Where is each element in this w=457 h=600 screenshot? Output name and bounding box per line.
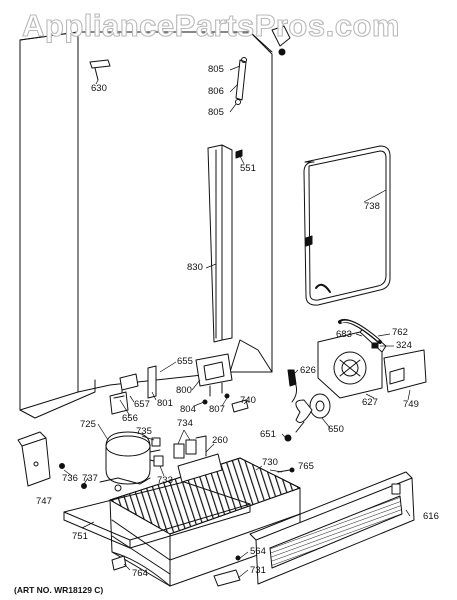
part-label-804[interactable]: 804 <box>180 404 196 415</box>
fittings-733-735 <box>151 437 197 467</box>
wire-626 <box>287 369 298 403</box>
fan-motor-650 <box>284 393 331 442</box>
watermark-logo: AppliancePartsPros.com <box>21 7 400 43</box>
part-label-807[interactable]: 807 <box>209 404 225 415</box>
cover-749 <box>383 349 427 393</box>
part-label-260[interactable]: 260 <box>212 435 228 446</box>
bracket-747 <box>17 431 51 487</box>
part-label-806[interactable]: 806 <box>208 86 224 97</box>
drain-tube-830 <box>207 144 233 343</box>
part-label-805[interactable]: 805 <box>208 64 224 75</box>
grille-616 <box>249 471 415 585</box>
part-label-764[interactable]: 764 <box>132 568 148 579</box>
compressor-725 <box>99 431 161 492</box>
part-label-735[interactable]: 735 <box>136 426 152 437</box>
part-label-730[interactable]: 730 <box>262 457 278 468</box>
part-label-733[interactable]: 733 <box>157 475 173 486</box>
control-800 <box>195 353 249 413</box>
part-label-765[interactable]: 765 <box>298 461 314 472</box>
part-label-655[interactable]: 655 <box>177 356 193 367</box>
fan-shroud-627 <box>317 319 387 399</box>
part-label-740[interactable]: 740 <box>240 395 256 406</box>
part-label-749[interactable]: 749 <box>403 399 419 410</box>
part-label-738[interactable]: 738 <box>364 201 380 212</box>
part-label-830[interactable]: 830 <box>187 262 203 273</box>
part-label-651[interactable]: 651 <box>260 429 276 440</box>
part-label-747[interactable]: 747 <box>36 496 52 507</box>
cabinet-back <box>19 31 273 419</box>
part-label-734[interactable]: 734 <box>177 418 193 429</box>
part-label-616[interactable]: 616 <box>423 511 439 522</box>
part-label-736[interactable]: 736 <box>62 473 78 484</box>
condenser-730 <box>109 435 301 587</box>
part-label-324[interactable]: 324 <box>396 340 412 351</box>
part-label-751[interactable]: 751 <box>72 531 88 542</box>
part-label-564[interactable]: 564 <box>250 546 266 557</box>
part-label-737[interactable]: 737 <box>82 473 98 484</box>
part-label-627[interactable]: 627 <box>362 397 378 408</box>
hoses-805-806 <box>235 25 291 159</box>
part-label-725[interactable]: 725 <box>80 419 96 430</box>
part-label-801[interactable]: 801 <box>157 398 173 409</box>
part-label-551[interactable]: 551 <box>240 163 256 174</box>
gasket-738 <box>303 145 391 306</box>
part-label-762[interactable]: 762 <box>392 327 408 338</box>
part-label-626[interactable]: 626 <box>300 365 316 376</box>
part-label-650[interactable]: 650 <box>328 424 344 435</box>
part-label-805[interactable]: 805 <box>208 107 224 118</box>
part-label-656[interactable]: 656 <box>122 413 138 424</box>
relay-657 <box>109 365 157 415</box>
part-label-731[interactable]: 731 <box>250 565 266 576</box>
art-number: (ART NO. WR18129 C) <box>14 585 104 595</box>
part-label-683[interactable]: 683 <box>336 329 352 340</box>
part-label-800[interactable]: 800 <box>176 385 192 396</box>
part-label-630[interactable]: 630 <box>91 83 107 94</box>
part-label-657[interactable]: 657 <box>134 399 150 410</box>
